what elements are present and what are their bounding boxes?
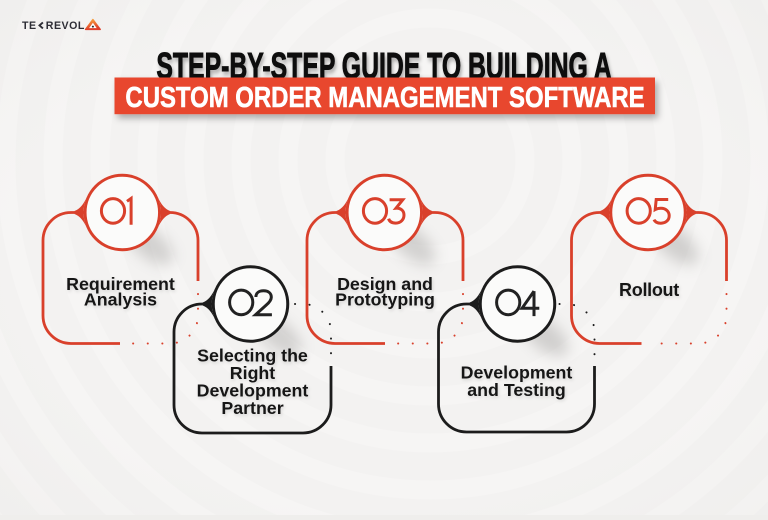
svg-text:and Testing: and Testing [467,380,565,400]
svg-text:CUSTOM ORDER MANAGEMENT SOFTWA: CUSTOM ORDER MANAGEMENT SOFTWARE [125,81,644,114]
svg-text:TE: TE [22,20,37,32]
svg-text:Development: Development [461,363,573,383]
svg-text:Design and: Design and [337,274,433,294]
svg-text:Right: Right [230,363,276,383]
svg-text:Selecting the: Selecting the [197,346,308,366]
svg-text:Analysis: Analysis [84,290,157,310]
svg-text:Rollout: Rollout [619,280,679,300]
svg-text:Partner: Partner [221,398,283,418]
svg-text:Requirement: Requirement [66,274,175,294]
svg-text:Prototyping: Prototyping [335,290,435,310]
svg-text:REVOL: REVOL [46,20,85,32]
svg-text:Development: Development [197,381,309,401]
